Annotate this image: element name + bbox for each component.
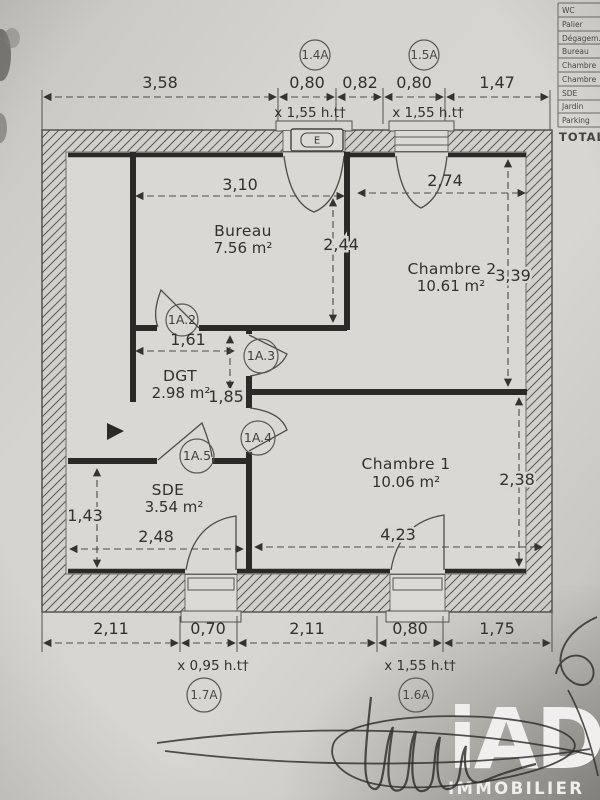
brand-logo-subtitle: IMMOBILIER — [448, 779, 584, 798]
brand-logo: iAD IMMOBILIER — [448, 690, 600, 798]
brand-logo-text: iAD — [448, 690, 600, 788]
signature — [156, 616, 599, 793]
